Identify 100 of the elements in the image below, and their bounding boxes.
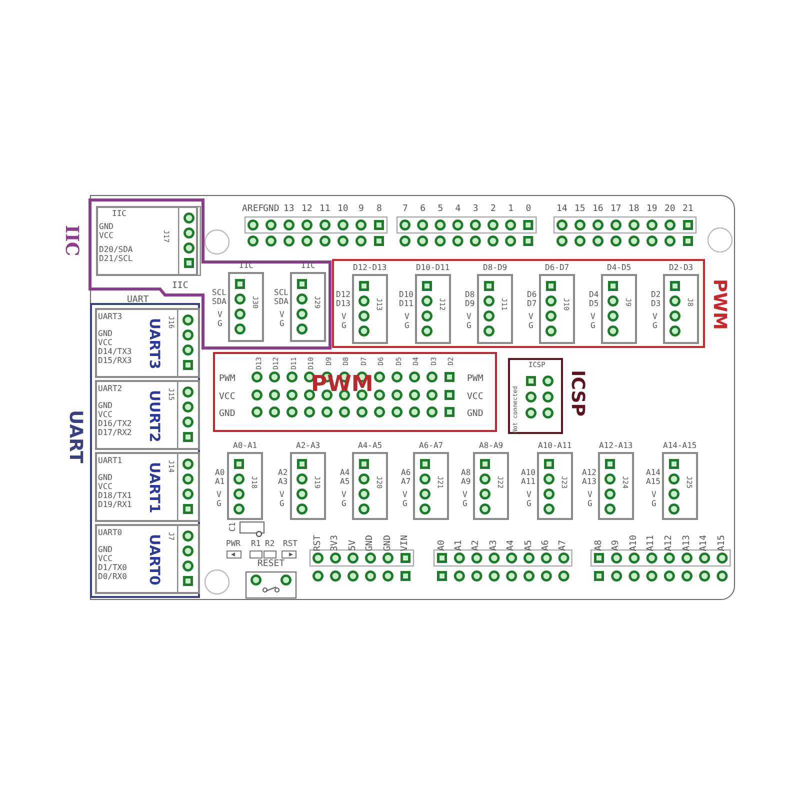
port-label: UART1 [147,462,161,514]
pin-label: D12 [336,291,350,299]
pin-label: A10 [521,469,536,477]
pin-label: VCC [98,339,112,347]
connector-title: D10-D11 [416,264,450,272]
pin-label: D5 [589,300,599,308]
pin-label: A3 [490,540,499,551]
pin-label: A13 [582,478,596,486]
row-label: GND [467,410,484,419]
connector-title: UART2 [98,385,122,393]
section-label: UART [127,296,149,305]
pin-label: 13 [284,205,294,214]
pin-label: G [404,322,410,330]
pin-label: G [280,500,284,508]
pin-label: GND [384,535,392,552]
connector-housing [95,308,200,378]
pin-label: A7 [401,478,411,486]
row-label: VCC [219,393,236,402]
pin-label: G [528,322,534,330]
pin-label: 9 [358,205,364,214]
pin-label: 5 [438,205,444,214]
pin-label: G [402,500,408,508]
pin-label: A10 [630,535,639,552]
pin-label: V [652,313,658,321]
pin-label: G [466,322,472,330]
connector-housing [95,452,200,522]
connector-title: A14-A15 [663,442,697,450]
connector-title: A12-A13 [599,442,633,450]
pin-label: A14 [646,469,660,477]
pin-label: 3V3 [331,535,340,552]
pin-label: D10 [399,291,414,299]
pin-label: VCC [98,555,112,563]
row-label: VCC [467,393,484,402]
pin-label: VCC [98,411,112,419]
pin-label: G [218,320,222,328]
pin-label: A6 [401,469,411,477]
pin-label: 7 [402,205,408,214]
pin-label: V [280,491,284,499]
pin-label: D6 [527,291,537,299]
port-label: UURT2 [147,390,161,442]
pin-label: A8 [461,469,471,477]
connector-title: IIC [239,262,254,270]
pin-label: A2 [472,540,482,551]
pin-label: GND [366,535,375,552]
pin-label: A15 [718,535,727,552]
component-label: R2 [265,540,275,548]
pin-label: D0/RX0 [98,573,127,581]
pin-label: GND [98,330,112,338]
connector-housing [96,206,198,276]
component-label: C1 [229,522,237,532]
pin-label: D9 [465,300,475,308]
pin-label: A3 [278,478,288,486]
pin-label: D8 [465,291,475,299]
section-heading: IIC [62,225,80,256]
pin-label: A0 [438,540,446,551]
component-label: RST [283,540,298,548]
connector-title: A0-A1 [233,442,258,450]
component-label: R1 [251,540,261,548]
pin-label: 14 [556,205,568,214]
pin-label: G [216,500,222,508]
pin-label: VIN [401,535,410,552]
connector-title: UART3 [98,313,122,321]
connector-title: A2-A3 [296,442,320,450]
connector-title: UART1 [98,457,122,465]
pin-label: 17 [610,205,622,214]
connector-title: D8-D9 [483,264,508,272]
pin-label: G [342,322,346,330]
pin-label: SCL [274,289,288,297]
pin-label: 10 [338,205,348,214]
pin-label: 18 [628,205,640,214]
pin-label: A4 [507,540,516,551]
row-label: PWM [467,375,484,384]
connector-title: A6-A7 [419,442,444,450]
pin-label: A5 [524,540,534,551]
row-label: GND [219,410,236,419]
pin-label: D14/TX3 [98,348,132,356]
connector-title: UART0 [98,529,122,537]
pin-label: GND [98,402,112,410]
pin-label: A2 [278,469,288,477]
pin-label: D15/RX3 [98,357,132,365]
pin-label: A12 [664,535,674,552]
pin-label: G [652,322,658,330]
connector-title: D12-D13 [353,264,387,272]
pin-label: G [590,322,596,330]
pin-label: V [280,311,284,319]
pin-label: 11 [320,205,330,214]
pin-label: G [342,500,346,508]
pin-label: G [526,500,532,508]
pin-label: D19/RX1 [98,501,132,509]
pin-label: V [342,313,346,321]
pin-label: RST [314,535,322,552]
port-label: UART0 [147,534,161,586]
pin-label: D11 [399,300,414,308]
pin-label: 3 [472,205,478,214]
pin-label: V [528,313,534,321]
pin-label: A7 [559,540,568,551]
pin-label: A12 [582,469,596,477]
pin-label: G [652,500,656,508]
connector-title: D6-D7 [545,264,570,272]
section-outline [213,352,497,432]
